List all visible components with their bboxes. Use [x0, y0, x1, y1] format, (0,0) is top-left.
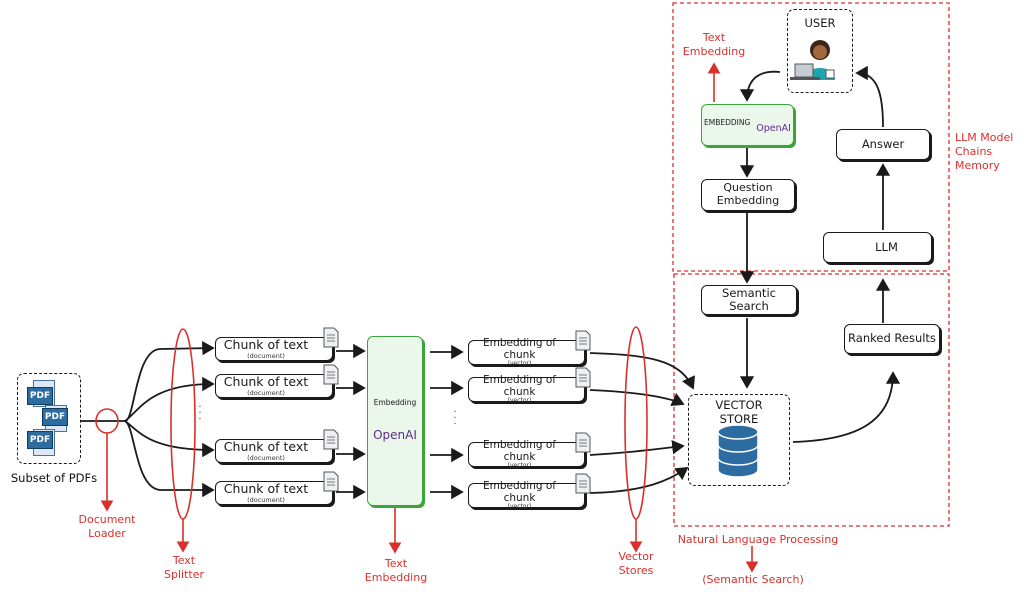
ellipsis-dots: ···	[453, 407, 457, 430]
embedding-vector-label: Embedding of chunk	[482, 337, 556, 362]
embedding-vector-box: Embedding of chunk (vector)	[468, 330, 591, 368]
text-embedding-annotation: Text Embedding	[364, 557, 428, 584]
chunk-sub: (document)	[247, 453, 285, 462]
pdf-group: PDF PDF PDF	[17, 373, 81, 464]
vector-store-label: VECTOR STORE	[715, 398, 763, 426]
embedding-vector-sub: (vector)	[507, 360, 532, 368]
vector-stores-annotation: Vector Stores	[618, 550, 654, 577]
chunk-sub: (document)	[247, 388, 285, 397]
ranked-results-box: Ranked Results	[844, 324, 940, 354]
chunk-label: Chunk of text	[223, 438, 309, 454]
embedding-vector-sub: (vector)	[507, 397, 532, 405]
semantic-search-annotation: (Semantic Search)	[702, 573, 804, 586]
semantic-search-label: Semantic Search	[722, 285, 776, 313]
embedding-vector-label: Embedding of chunk	[482, 439, 556, 464]
embedding-model-brand: OpenAI	[373, 428, 417, 443]
ellipsis-dots: ···	[198, 402, 202, 425]
document-icon	[575, 367, 591, 388]
embedding-vector-sub: (vector)	[507, 462, 532, 470]
embedding-vector-sub: (vector)	[507, 503, 532, 511]
chunk-box: Chunk of text (document)	[215, 327, 339, 361]
question-embedding-box: Question Embedding	[701, 179, 795, 211]
text-splitter-annotation: Text Splitter	[164, 554, 204, 581]
pdf-group-caption: Subset of PDFs	[10, 471, 98, 485]
embedding-vector-box: Embedding of chunk (vector)	[468, 367, 591, 405]
answer-box: Answer	[836, 129, 930, 160]
user-box: USER	[787, 9, 853, 93]
semantic-search-box: Semantic Search	[701, 285, 797, 315]
answer-label: Answer	[861, 136, 905, 151]
document-icon	[323, 364, 339, 385]
document-icon	[323, 327, 339, 348]
chunk-box: Chunk of text (document)	[215, 471, 339, 505]
pdf-icon: PDF	[27, 387, 53, 405]
ranked-results-label: Ranked Results	[848, 331, 936, 346]
query-embedding-box: EMBEDDING OpenAI	[701, 104, 794, 146]
document-icon	[575, 473, 591, 494]
llm-box: LLM	[823, 232, 932, 263]
document-loader-annotation: Document Loader	[78, 513, 136, 540]
document-icon	[575, 432, 591, 453]
document-icon	[575, 330, 591, 351]
document-icon	[323, 429, 339, 450]
vector-store-box: VECTOR STORE	[688, 394, 790, 486]
document-icon	[323, 471, 339, 492]
query-embedding-brand: OpenAI	[756, 122, 791, 134]
text-embedding-top-annotation: Text Embedding	[682, 31, 746, 58]
nlp-annotation: Natural Language Processing	[677, 533, 839, 546]
chunk-label: Chunk of text	[223, 480, 309, 496]
embedding-vector-label: Embedding of chunk	[482, 374, 556, 399]
llm-region	[672, 2, 950, 272]
query-embedding-label: EMBEDDING	[704, 117, 751, 127]
chunk-box: Chunk of text (document)	[215, 429, 339, 463]
embedding-vector-label: Embedding of chunk	[482, 480, 556, 505]
chunk-sub: (document)	[247, 495, 285, 504]
chunk-sub: (document)	[247, 351, 285, 360]
chunk-label: Chunk of text	[223, 373, 309, 389]
user-label: USER	[804, 16, 836, 30]
pdf-icon: PDF	[42, 408, 68, 426]
user-icon	[790, 40, 835, 80]
embedding-model-box: Embedding OpenAI	[367, 336, 423, 506]
llm-model-annotation: LLM Model Chains Memory	[955, 131, 1014, 172]
chunk-label: Chunk of text	[223, 336, 309, 352]
embedding-vector-box: Embedding of chunk (vector)	[468, 473, 591, 511]
pdf-icon: PDF	[27, 431, 53, 449]
embedding-vector-box: Embedding of chunk (vector)	[468, 432, 591, 470]
chunk-box: Chunk of text (document)	[215, 364, 339, 398]
embedding-model-label: Embedding	[373, 397, 417, 407]
database-icon	[717, 424, 759, 478]
llm-label: LLM	[875, 239, 898, 254]
